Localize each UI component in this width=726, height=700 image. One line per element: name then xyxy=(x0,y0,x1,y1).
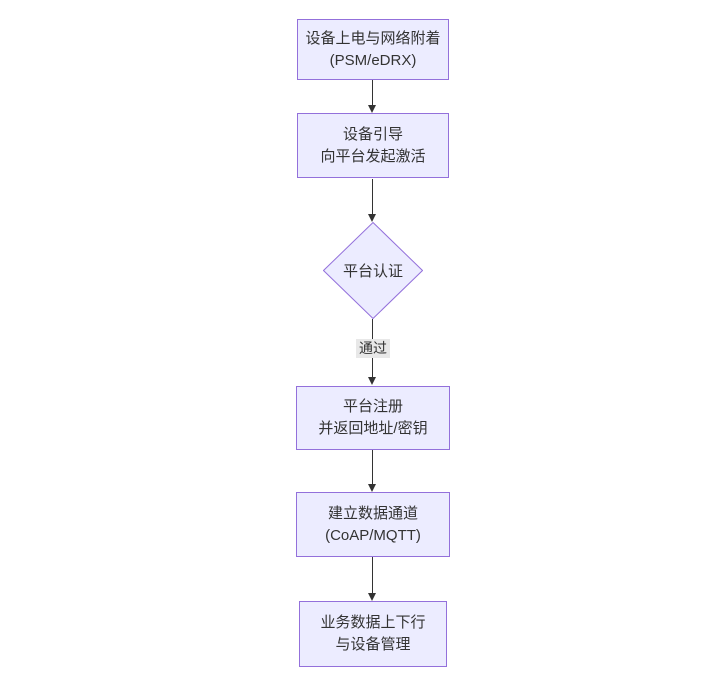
node-text-line: 平台认证 xyxy=(342,263,403,280)
node-device-power-attach: 设备上电与网络附着 (PSM/eDRX) xyxy=(297,19,449,80)
arrowhead-icon xyxy=(368,377,376,385)
node-platform-auth-decision: 平台认证 xyxy=(323,222,423,319)
node-text-line: 向平台发起激活 xyxy=(320,147,426,165)
node-text-line: 设备上电与网络附着 xyxy=(305,29,441,47)
arrow-line xyxy=(372,450,373,485)
arrow-line xyxy=(372,80,373,105)
node-text-line: 业务数据上下行 xyxy=(320,614,426,631)
arrowhead-icon xyxy=(368,593,376,601)
node-device-bootstrap: 设备引导 向平台发起激活 xyxy=(297,113,449,178)
arrow-line xyxy=(372,179,373,215)
node-text-line: (CoAP/MQTT) xyxy=(325,526,421,544)
node-text-line: (PSM/eDRX) xyxy=(329,51,417,69)
arrowhead-icon xyxy=(368,484,376,492)
node-text-line: 与设备管理 xyxy=(335,636,411,653)
node-text-line: 设备引导 xyxy=(342,125,403,143)
edge-label-pass: 通过 xyxy=(356,339,390,358)
arrow-line xyxy=(372,557,373,593)
node-text-line: 平台注册 xyxy=(342,398,403,415)
diamond-shape xyxy=(323,222,423,319)
node-data-channel: 建立数据通道 (CoAP/MQTT) xyxy=(296,492,450,557)
node-text-line: 建立数据通道 xyxy=(327,504,418,522)
node-text-line: 并返回地址/密钥 xyxy=(318,420,428,437)
arrowhead-icon xyxy=(368,105,376,113)
node-platform-register: 平台注册 并返回地址/密钥 xyxy=(296,386,450,450)
arrowhead-icon xyxy=(368,214,376,222)
node-business-data-management: 业务数据上下行 与设备管理 xyxy=(299,601,447,667)
